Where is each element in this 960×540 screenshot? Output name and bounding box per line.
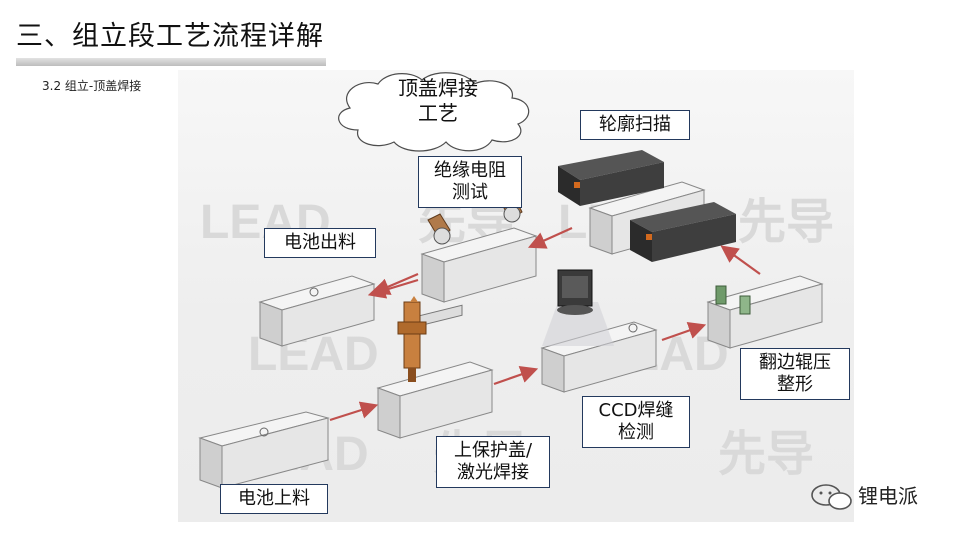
step-unload: 电池出料 bbox=[264, 228, 376, 258]
scanner-head-1 bbox=[558, 150, 664, 206]
step-profile-scan: 轮廓扫描 bbox=[580, 110, 690, 140]
arrow-insulation-to-unload-b bbox=[367, 278, 419, 299]
cloud-line-1: 顶盖焊接 bbox=[398, 76, 478, 100]
step-ccd: CCD焊缝 检测 bbox=[582, 396, 690, 448]
wechat-icon bbox=[811, 484, 852, 510]
step-unload-label: 电池出料 bbox=[284, 232, 356, 253]
battery-insulation bbox=[420, 227, 538, 303]
step-ccd-line-2: 检测 bbox=[618, 422, 654, 443]
step-press: 翻边辊压 整形 bbox=[740, 348, 850, 400]
step-weld: 上保护盖/ 激光焊接 bbox=[436, 436, 550, 488]
cloud-label: 顶盖焊接 工艺 bbox=[376, 76, 500, 126]
battery-press bbox=[706, 275, 824, 349]
cloud-shape bbox=[338, 72, 530, 152]
battery-weld bbox=[376, 304, 494, 439]
slide-title: 三、组立段工艺流程详解 bbox=[16, 21, 324, 52]
laser-torch bbox=[397, 296, 427, 382]
step-load-label: 电池上料 bbox=[238, 488, 310, 509]
battery-unload bbox=[258, 275, 376, 347]
step-press-line-1: 翻边辊压 bbox=[759, 352, 831, 373]
svg-text:先导: 先导 bbox=[738, 196, 834, 249]
step-insulation-line-1: 绝缘电阻 bbox=[434, 160, 506, 181]
cloud-line-2: 工艺 bbox=[418, 101, 458, 125]
step-weld-line-2: 激光焊接 bbox=[457, 462, 529, 483]
arrow-load-to-weld bbox=[329, 401, 379, 422]
title-underline bbox=[16, 58, 326, 66]
arrow-press-to-scan bbox=[720, 245, 761, 275]
arrow-ccd-to-press bbox=[661, 322, 707, 342]
process-diagram: LEAD 先导 LEAD 先导 LEAD LEAD LEAD 先导 先导 bbox=[178, 70, 854, 522]
battery-load bbox=[198, 411, 330, 489]
flow-arrows bbox=[329, 226, 761, 422]
step-weld-line-1: 上保护盖/ bbox=[453, 440, 533, 461]
step-profile-scan-label: 轮廓扫描 bbox=[599, 114, 671, 135]
brand-name: 锂电派 bbox=[858, 484, 918, 508]
scanner-head-2 bbox=[630, 202, 736, 262]
ccd-camera bbox=[542, 269, 614, 346]
step-insulation-test: 绝缘电阻 测试 bbox=[418, 156, 522, 208]
step-press-line-2: 整形 bbox=[777, 374, 813, 395]
arrow-scan-to-insulation bbox=[527, 226, 573, 249]
section-subtitle: 3.2 组立-顶盖焊接 bbox=[42, 79, 142, 93]
svg-text:先导: 先导 bbox=[718, 428, 814, 481]
step-load: 电池上料 bbox=[220, 484, 328, 514]
arrow-weld-to-ccd bbox=[493, 366, 539, 386]
step-ccd-line-1: CCD焊缝 bbox=[598, 400, 674, 421]
step-insulation-line-2: 测试 bbox=[452, 182, 488, 203]
